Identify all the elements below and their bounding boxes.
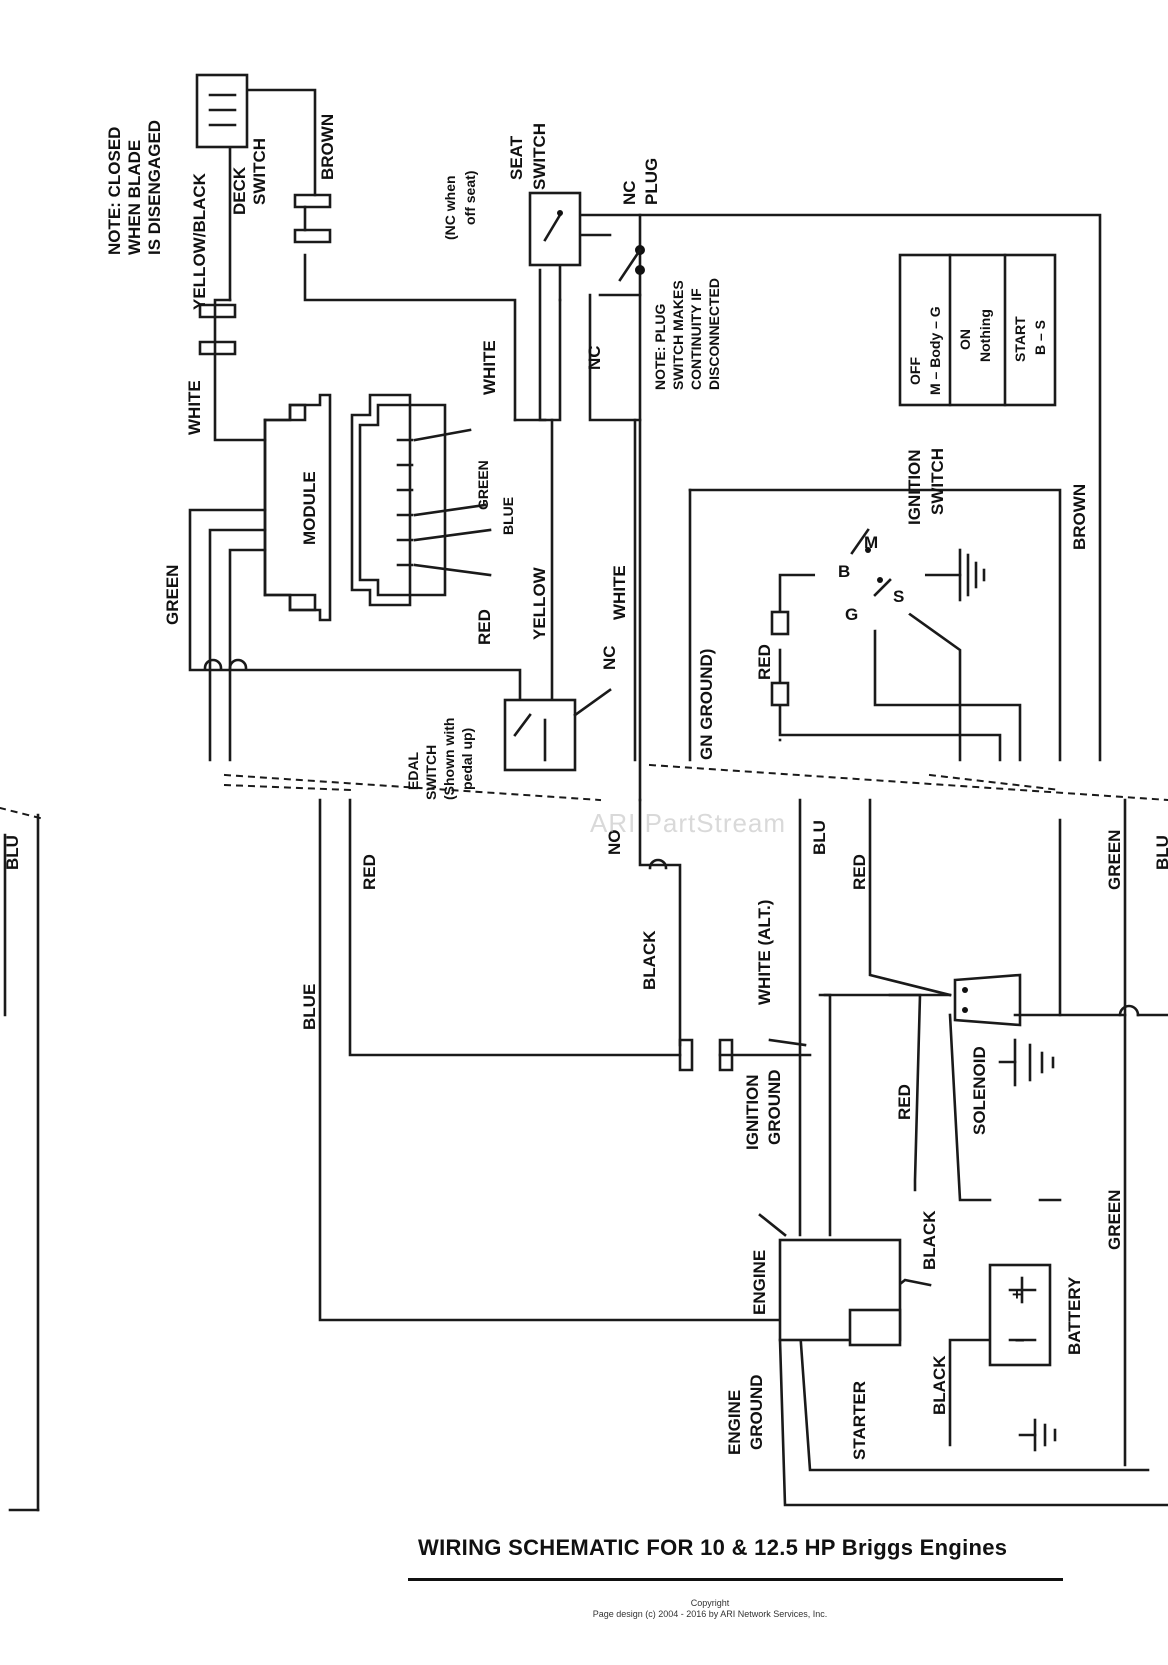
label-white-center: WHITE	[610, 565, 629, 620]
note-blade-line2: WHEN BLADE	[125, 140, 144, 255]
label-seat-switch-2: SWITCH	[530, 123, 549, 190]
label-pedal-3: (Shown with	[441, 718, 457, 800]
label-brown-top: BROWN	[318, 114, 337, 180]
label-blu-right: BLU	[1153, 835, 1168, 870]
label-engine: ENGINE	[750, 1250, 769, 1315]
label-note-plug-2: SWITCH MAKES	[670, 280, 686, 390]
label-white-alt: WHITE (ALT.)	[755, 900, 774, 1005]
label-note-plug-3: CONTINUITY IF	[688, 288, 704, 390]
table-off-2: M – Body – G	[927, 306, 943, 395]
label-ign-ground-top: GN GROUND)	[697, 649, 716, 760]
label-engine-ground-2: GROUND	[747, 1374, 766, 1450]
connector-yellow-black	[198, 303, 237, 356]
label-red-left: RED	[360, 854, 379, 890]
label-black-center: BLACK	[640, 930, 659, 990]
table-on-2: Nothing	[977, 309, 993, 362]
label-black-lower: BLACK	[930, 1355, 949, 1415]
label-module: MODULE	[300, 471, 319, 545]
label-white-module: WHITE	[480, 340, 499, 395]
ignition-switch	[815, 520, 925, 630]
note-blade-line1: NOTE: CLOSED	[105, 127, 124, 255]
label-green-left: GREEN	[163, 565, 182, 625]
ignition-position-table	[898, 253, 1057, 407]
table-start-1: START	[1012, 316, 1028, 362]
label-solenoid: SOLENOID	[970, 1046, 989, 1135]
label-sw-g: G	[845, 605, 858, 624]
label-sw-m: M	[864, 533, 878, 552]
table-on-1: ON	[957, 329, 973, 350]
label-white-left: WHITE	[185, 380, 204, 435]
note-blade-line3: IS DISENGAGED	[145, 120, 164, 255]
label-ignition-switch-1: IGNITION	[905, 449, 924, 525]
label-seat-switch-1: SEAT	[507, 135, 526, 180]
wires	[0, 88, 1168, 1512]
fuse-bottom	[770, 681, 790, 707]
label-pedal-1: EDAL	[405, 751, 421, 790]
labels: NOTE: CLOSED WHEN BLADE IS DISENGAGED YE…	[3, 114, 1168, 1460]
label-plus: +	[1012, 1285, 1022, 1304]
label-nc-when-2: off seat)	[462, 171, 478, 225]
label-black-upper: BLACK	[920, 1210, 939, 1270]
label-blu-edge: BLU	[3, 835, 22, 870]
label-minus: –	[1015, 1330, 1024, 1349]
label-green-right: GREEN	[1105, 1190, 1124, 1250]
connector-black-white-alt	[678, 1038, 734, 1072]
label-red-solenoid: RED	[895, 1084, 914, 1120]
label-blue-left: BLUE	[300, 984, 319, 1030]
label-pedal-4: pedal up)	[459, 728, 475, 790]
label-deck-switch-2: SWITCH	[250, 138, 269, 205]
label-battery: BATTERY	[1065, 1276, 1084, 1355]
copyright-notice: Copyright Page design (c) 2004 - 2016 by…	[560, 1598, 860, 1620]
label-starter: STARTER	[850, 1381, 869, 1460]
label-yellow-black: YELLOW/BLACK	[190, 172, 209, 310]
label-green-right-top: GREEN	[1105, 830, 1124, 890]
label-note-plug-1: NOTE: PLUG	[652, 304, 668, 390]
label-ignition-ground-2: GROUND	[765, 1069, 784, 1145]
module	[263, 393, 492, 622]
label-nc-when-1: (NC when	[442, 175, 458, 240]
label-nc-seat: NC	[585, 345, 604, 370]
label-brown-right: BROWN	[1070, 484, 1089, 550]
label-red-fuse: RED	[755, 644, 774, 680]
label-nc-plug-1: NC	[620, 180, 639, 205]
deck-switch	[195, 73, 249, 149]
schematic-title: WIRING SCHEMATIC FOR 10 & 12.5 HP Briggs…	[418, 1535, 1008, 1560]
table-start-2: B – S	[1032, 320, 1048, 355]
watermark: ARI PartStream	[590, 808, 787, 838]
label-nc-pedal: NC	[600, 645, 619, 670]
copyright-line2: Page design (c) 2004 - 2016 by ARI Netwo…	[592, 1609, 828, 1619]
label-sw-b: B	[838, 562, 850, 581]
label-note-plug-4: DISCONNECTED	[706, 278, 722, 390]
label-sw-s: S	[893, 587, 904, 606]
label-no-partial: NO	[605, 830, 624, 856]
label-ignition-ground-1: IGNITION	[743, 1074, 762, 1150]
label-pedal-2: SWITCH	[423, 745, 439, 800]
seat-switch	[528, 191, 582, 267]
starter	[848, 1308, 902, 1347]
label-red-center: RED	[850, 854, 869, 890]
pedal-switch	[503, 688, 612, 772]
copyright-line1: Copyright	[690, 1598, 730, 1608]
ground-solenoid	[998, 1038, 1055, 1087]
fuse-top	[770, 610, 790, 636]
label-deck-switch-1: DECK	[230, 166, 249, 215]
label-engine-ground-1: ENGINE	[725, 1390, 744, 1455]
nc-plug-switch	[618, 245, 645, 282]
battery	[988, 1263, 1052, 1367]
label-blu-partial: BLU	[810, 820, 829, 855]
label-blue-module: BLUE	[500, 497, 516, 535]
label-yellow: YELLOW	[530, 566, 549, 640]
ground-ignition-switch	[958, 548, 986, 602]
label-red-module: RED	[475, 609, 494, 645]
ground-battery	[1018, 1418, 1057, 1452]
label-nc-plug-2: PLUG	[642, 158, 661, 205]
label-green-module: GREEN	[475, 460, 491, 510]
connector-deck-brown	[293, 193, 332, 244]
solenoid	[953, 973, 1022, 1027]
title-underline	[408, 1578, 1063, 1581]
label-ignition-switch-2: SWITCH	[928, 448, 947, 515]
table-off-1: OFF	[907, 357, 923, 385]
